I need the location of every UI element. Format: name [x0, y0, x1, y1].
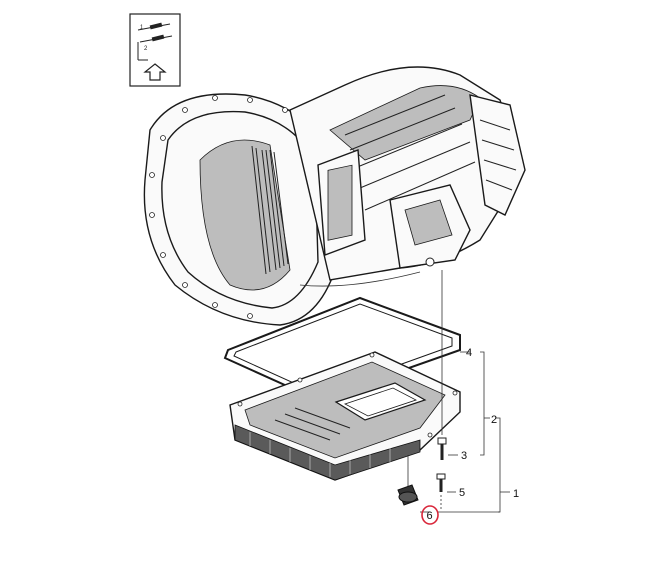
pan-gasket[interactable]	[223, 296, 461, 402]
callout-2: 2	[491, 414, 497, 426]
exploded-view-icon[interactable]: 1 2	[129, 13, 181, 87]
callout-6: 6	[427, 510, 433, 522]
pan-bolt[interactable]	[437, 270, 447, 460]
callout-6-highlight[interactable]: 6	[421, 505, 439, 525]
callout-3: 3	[461, 450, 467, 462]
oil-pan[interactable]	[229, 351, 461, 481]
leader-lines	[420, 351, 510, 513]
view-icon-label-1: 1	[140, 25, 144, 31]
callout-1: 1	[513, 488, 519, 500]
callout-4: 4	[466, 347, 472, 359]
callout-5: 5	[459, 487, 465, 499]
drain-plug[interactable]	[397, 455, 419, 506]
drain-bolt[interactable]	[436, 473, 446, 510]
transmission-case	[143, 66, 526, 326]
view-icon-label-2: 2	[144, 46, 148, 52]
